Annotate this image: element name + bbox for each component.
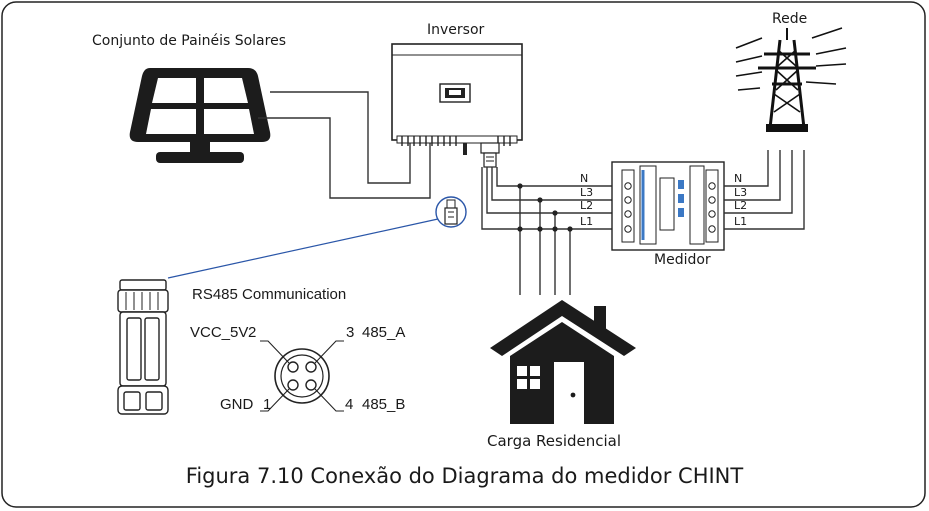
pin4-name: 485_B xyxy=(362,396,406,413)
solar-panel-icon xyxy=(129,68,271,163)
pin2-number: 2 xyxy=(248,324,257,341)
house-icon xyxy=(490,300,636,424)
meter-icon xyxy=(611,161,725,251)
zoom-leader-line xyxy=(167,218,439,279)
ac-wires-inverter xyxy=(481,167,620,295)
meter-line-l2-left: L2 xyxy=(580,199,594,212)
meter-line-l1-left: L1 xyxy=(580,215,594,228)
rs485-port-zoom-icon xyxy=(435,196,467,228)
meter-line-l3-right: L3 xyxy=(734,186,748,199)
meter-line-l2-right: L2 xyxy=(734,199,748,212)
meter-label: Medidor xyxy=(654,252,711,268)
pin4-number: 4 xyxy=(345,396,354,413)
rs485-connector-icon xyxy=(117,279,169,415)
meter-line-n-right: N xyxy=(734,172,743,185)
power-tower-icon xyxy=(735,27,847,132)
figure-caption: Figura 7.10 Conexão do Diagrama do medid… xyxy=(185,464,744,488)
meter-line-l1-right: L1 xyxy=(734,215,748,228)
pin1-number: 1 xyxy=(263,396,272,413)
load-label: Carga Residencial xyxy=(487,432,622,450)
pin3-name: 485_A xyxy=(362,324,406,341)
grid-wires xyxy=(724,150,805,230)
grid-label: Rede xyxy=(772,11,808,27)
pin1-name: GND xyxy=(220,396,254,413)
rs485-pinout-icon xyxy=(260,340,344,412)
meter-line-l3-left: L3 xyxy=(580,186,594,199)
inverter-label: Inversor xyxy=(427,22,485,38)
rs485-title: RS485 Communication xyxy=(192,286,347,303)
meter-line-n-left: N xyxy=(580,172,589,185)
junction-dots xyxy=(517,183,573,232)
dc-wires xyxy=(258,91,431,199)
pin2-name: VCC_5V xyxy=(190,324,249,341)
solar-array-label: Conjunto de Painéis Solares xyxy=(92,33,286,49)
pin3-number: 3 xyxy=(346,324,355,341)
inverter-icon xyxy=(391,43,523,168)
